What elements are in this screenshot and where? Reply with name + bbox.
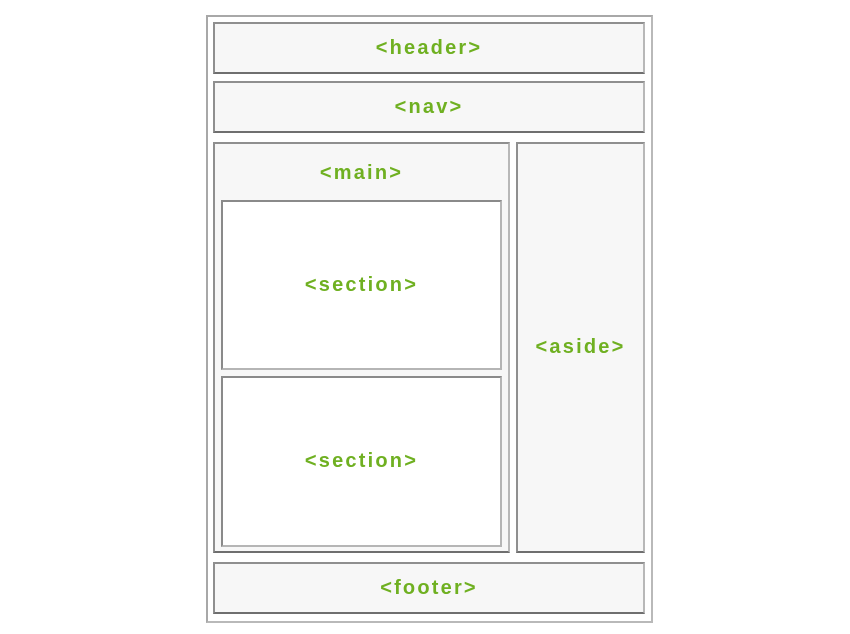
section-label-2: <section> bbox=[304, 450, 419, 472]
nav-label: <nav> bbox=[394, 95, 464, 118]
aside-label: <aside> bbox=[535, 336, 626, 358]
header-label: <header> bbox=[375, 36, 483, 59]
section-block-1: <section> bbox=[221, 200, 502, 370]
section-block-2: <section> bbox=[221, 376, 502, 547]
footer-label: <footer> bbox=[380, 576, 478, 599]
section-label-1: <section> bbox=[304, 273, 419, 296]
nav-block: <nav> bbox=[213, 81, 645, 133]
main-label: <main> bbox=[319, 162, 404, 184]
aside-block: <aside> bbox=[516, 142, 645, 553]
footer-block: <footer> bbox=[213, 562, 645, 614]
header-block: <header> bbox=[213, 22, 645, 74]
